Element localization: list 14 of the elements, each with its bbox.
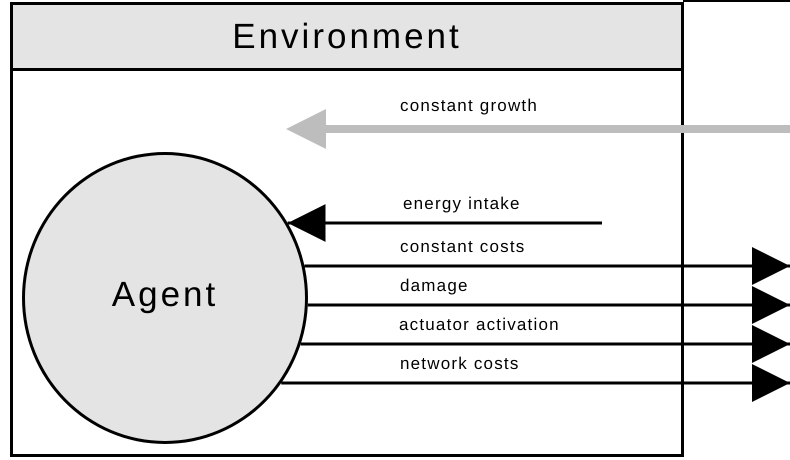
edge-label: actuator activation bbox=[399, 315, 560, 335]
environment-title: Environment bbox=[232, 16, 462, 56]
arrow bbox=[281, 364, 790, 402]
arrow-label: constant growth bbox=[400, 96, 538, 116]
edge-label: damage bbox=[400, 276, 469, 296]
arrow bbox=[304, 247, 790, 285]
arrow bbox=[288, 204, 602, 242]
arrow bbox=[308, 286, 790, 324]
agent-label: Agent bbox=[112, 275, 218, 315]
arrow bbox=[300, 325, 790, 363]
edge-label: network costs bbox=[400, 354, 520, 374]
edge-label: constant costs bbox=[400, 237, 526, 257]
edge-label: energy intake bbox=[403, 194, 521, 214]
environment-box bbox=[10, 2, 684, 457]
